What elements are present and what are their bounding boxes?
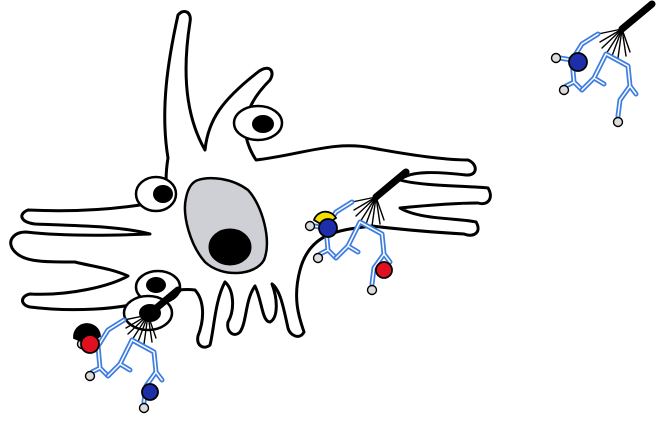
antigen-red (81, 335, 99, 353)
attached-cell-upper-nucleus (252, 115, 274, 133)
antigen-red (376, 262, 392, 278)
dendritic-cell (11, 11, 491, 347)
antigen-blue (319, 219, 337, 237)
antigen-blue (569, 53, 587, 71)
nucleolus (210, 230, 250, 264)
attached-cell-lower-1-nucleus (146, 277, 166, 293)
antigen-blue (142, 384, 158, 400)
cell-body (11, 11, 491, 347)
molecule-free (552, 4, 653, 127)
attached-cell-left-nucleus (153, 185, 173, 203)
